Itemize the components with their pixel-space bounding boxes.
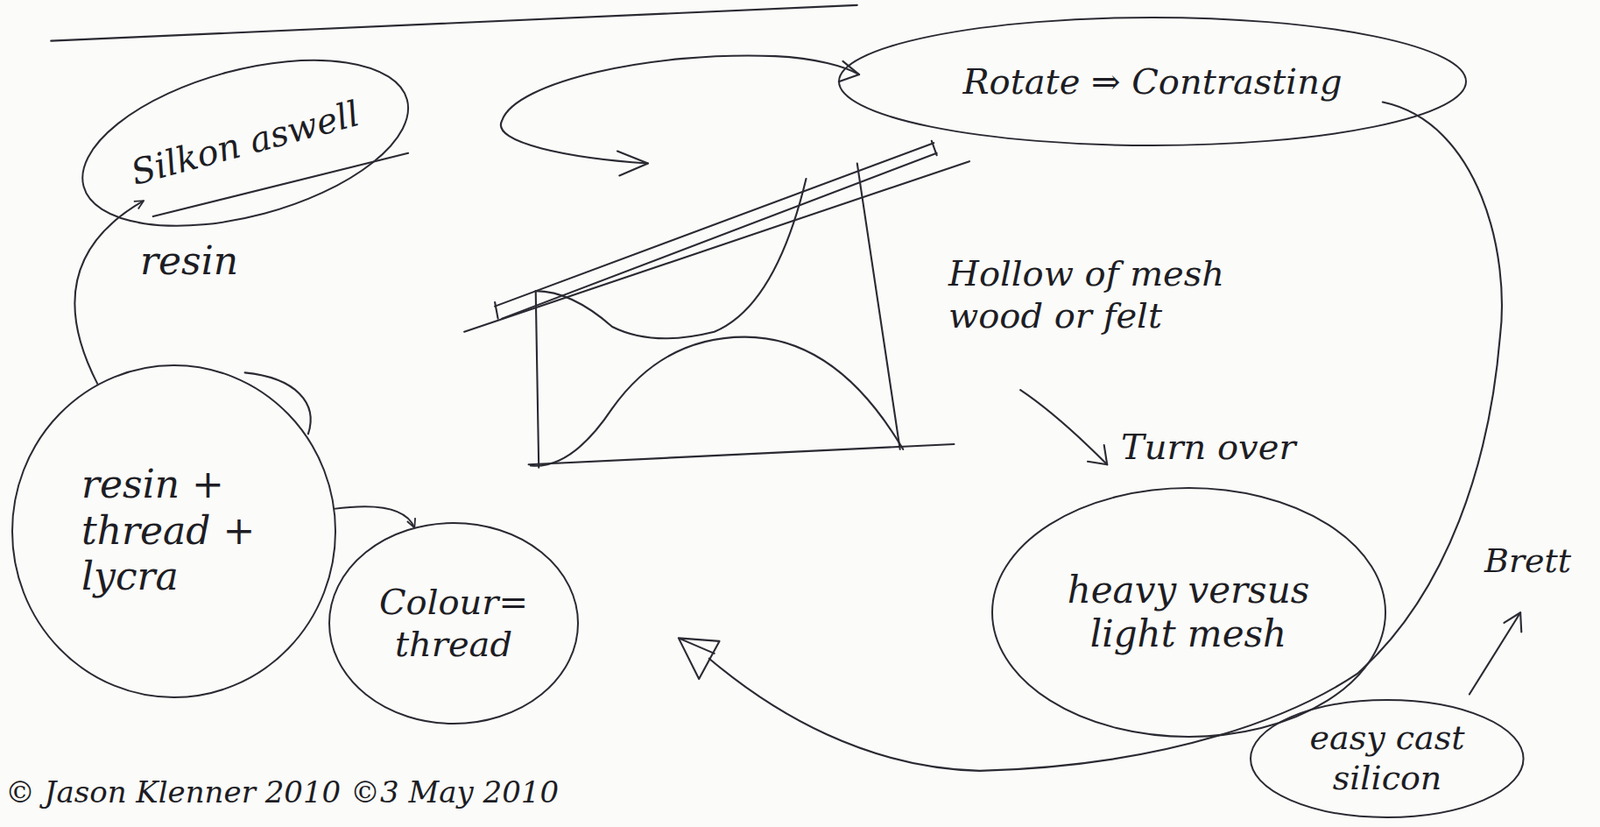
node-label: resin + thread + lycra (81, 461, 266, 600)
ellipse-outline (329, 522, 578, 724)
ellipse-outline (992, 487, 1386, 737)
note-text: Turn over (1120, 425, 1297, 468)
arrow-connector (74, 200, 144, 384)
node-text-group: Rotate ⇒ Contrasting (962, 60, 1342, 103)
name-text: Brett (1484, 541, 1572, 582)
sketch-curve (530, 337, 903, 466)
idea-circle: resin + thread + lycra (9, 362, 339, 700)
ellipse-outline (12, 365, 336, 698)
ellipse-outline (1250, 699, 1524, 818)
arrow-head (1503, 612, 1522, 632)
arrow-connector (333, 506, 415, 528)
sketch-line (464, 161, 970, 332)
sketch-post (857, 162, 901, 449)
triangle-arrow-head (678, 637, 720, 679)
ellipse-outline (64, 28, 426, 257)
ellipse-outline (326, 520, 581, 726)
node-label: easy cast silicon (1290, 718, 1484, 798)
node-text-group: heavy versus light mesh (1057, 568, 1320, 657)
sketch-curve (535, 178, 807, 339)
leader-arrow (1020, 389, 1107, 465)
sketch-beam (501, 153, 937, 319)
leader-arrow (1469, 612, 1521, 694)
idea-ellipse: heavy versus light mesh (989, 485, 1389, 740)
sketch-post (535, 290, 539, 468)
node-text-group: Colour= thread (374, 580, 533, 665)
idea-ellipse: Colour= thread (326, 520, 581, 726)
node-label: Rotate ⇒ Contrasting (962, 60, 1342, 103)
node-text-group: resin + thread + lycra (81, 461, 266, 600)
sketch-beam (494, 140, 938, 319)
sketch-beam (494, 142, 934, 306)
top-border-line (50, 5, 857, 42)
node-label: Colour= thread (374, 580, 533, 665)
idea-ellipse: Silkon aswell (75, 67, 416, 219)
sketch-base (528, 444, 955, 465)
note-text: resin (140, 238, 239, 285)
copyright-text: © Jason Klenner 2010 ©3 May 2010 (5, 774, 559, 811)
ellipse-outline (838, 17, 1467, 146)
node-label: Silkon aswell (126, 91, 365, 194)
node-text-group: easy cast silicon (1290, 718, 1484, 798)
idea-ellipse: easy cast silicon (1247, 697, 1527, 820)
node-text-group: Silkon aswell (126, 91, 365, 194)
rotate-loop-arrow (500, 55, 860, 163)
return-curve (709, 102, 1502, 771)
node-label: heavy versus light mesh (1057, 568, 1320, 657)
arrow-head (617, 150, 649, 176)
idea-ellipse: Rotate ⇒ Contrasting (836, 14, 1469, 149)
note-text: Hollow of mesh wood or felt (948, 252, 1282, 337)
arrow-head (1087, 444, 1107, 465)
